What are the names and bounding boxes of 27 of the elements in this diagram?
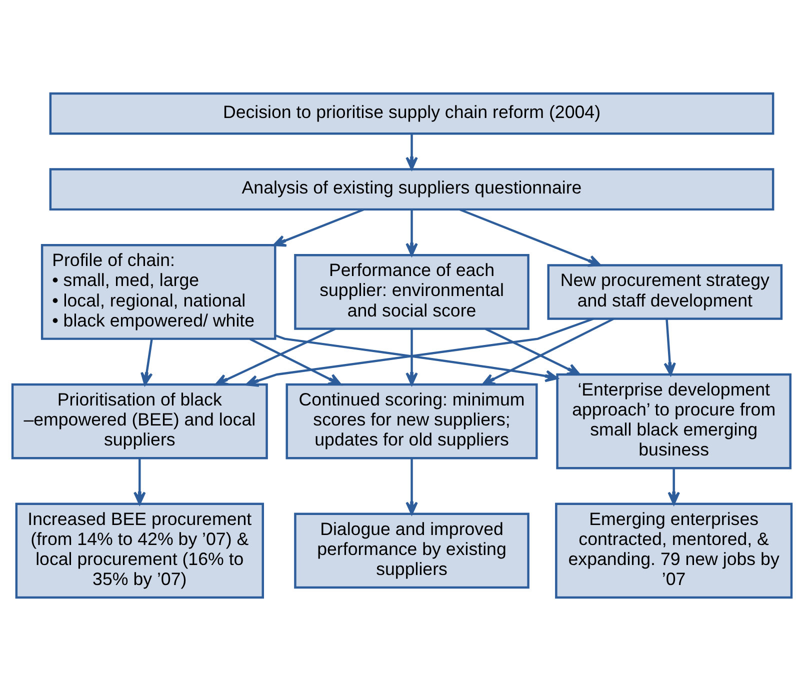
arrow [250, 338, 342, 386]
node-box: New procurement strategy and staff development [547, 264, 783, 320]
node-box: Increased BEE procurement (from 14% to 42% by ’07) & local procurement (16% to 35% by ’07) [15, 502, 264, 599]
node-box: Performance of each supplier: environmental and social score [294, 254, 530, 330]
node-box: Emerging enterprises contracted, mentored, & expanding. 79 new jobs by ’07 [555, 502, 793, 599]
arrow [664, 318, 676, 376]
node-box: Prioritisation of black –empowered (BEE) and local suppliers [11, 383, 268, 460]
arrow [406, 328, 418, 386]
arrow [134, 458, 146, 505]
node-box: Dialogue and improved performance by existing suppliers [294, 512, 530, 589]
node-box: Decision to prioritise supply chain reform (2004) [49, 92, 774, 135]
arrow [482, 318, 614, 386]
node-box: Analysis of existing suppliers questionnaire [49, 168, 774, 211]
arrow [459, 208, 602, 267]
node-box: Continued scoring: minimum scores for new suppliers; updates for old suppliers [286, 383, 538, 460]
arrow [668, 468, 680, 505]
arrow [140, 338, 153, 386]
arrow [406, 134, 418, 170]
arrow [272, 208, 364, 247]
node-box: ‘Enterprise development approach’ to procure from small black emerging business [556, 373, 792, 470]
arrow [246, 318, 594, 387]
arrow [406, 210, 418, 256]
arrow [274, 334, 558, 382]
arrow [214, 328, 336, 386]
arrow [484, 328, 580, 376]
arrow [406, 458, 418, 515]
node-box: Profile of chain: • small, med, large • local, regional, national • black empowered/ white [40, 244, 276, 340]
